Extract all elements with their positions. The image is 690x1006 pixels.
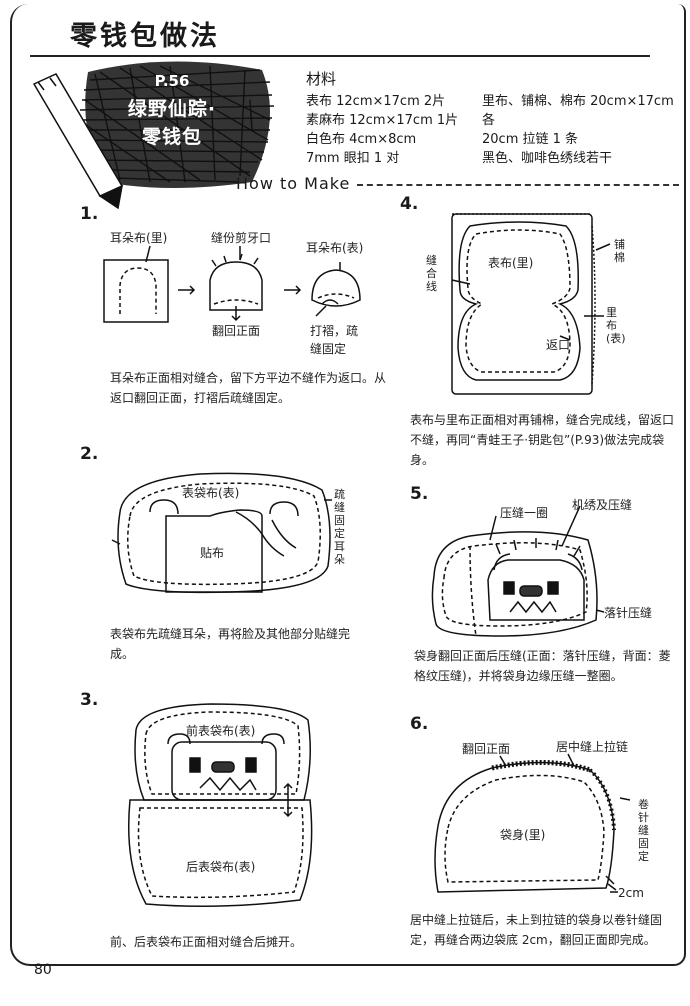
step-5-illustration xyxy=(431,505,605,637)
badge-page-ref: P.56 xyxy=(154,72,190,90)
material-item: 表布 12cm×17cm 2片 xyxy=(306,94,446,109)
step-6-description: 居中缝上拉链后，未上到拉链的袋身以卷针缝固定，再缝合两边袋底 2cm，翻回正面即… xyxy=(410,913,663,947)
pencil-icon xyxy=(32,73,124,210)
step-4-description: 表布与里布正面相对再铺棉，缝合完成线，留返口不缝，再同“青蛙王子·钥匙包”(P.… xyxy=(410,413,675,467)
material-item: 里布、铺棉、棉布 20cm×17cm 各 xyxy=(482,94,674,128)
material-item: 素麻布 12cm×17cm 1片 xyxy=(306,113,459,128)
step-6-label-zipper: 居中缝上拉链 xyxy=(556,740,629,754)
step-2-label-outer-bag: 表袋布(表) xyxy=(182,486,240,500)
badge-scribble xyxy=(32,61,275,210)
badge-project-type: 零钱包 xyxy=(141,126,202,148)
step-3-number: 3. xyxy=(80,690,99,710)
step-2-description: 表袋布先疏缝耳朵，再将脸及其他部分贴缝完成。 xyxy=(110,627,351,661)
step-6-label-2cm: 2cm xyxy=(618,886,644,900)
step-1-label-turn: 翻回正面 xyxy=(212,324,261,338)
materials-col1: 表布 12cm×17cm 2片 素麻布 12cm×17cm 1片 白色布 4cm… xyxy=(306,92,458,168)
step-1-number: 1. xyxy=(80,204,99,224)
step-4-label-return: 返口 xyxy=(546,338,571,352)
step-2-number: 2. xyxy=(80,444,99,464)
how-to-make-rule xyxy=(357,184,679,186)
how-to-make-heading: How to Make xyxy=(236,174,351,193)
step-6-label-turn: 翻回正面 xyxy=(462,742,511,756)
step-4-label-seam-line: 缝合线 xyxy=(426,254,437,293)
material-item: 20cm 拉链 1 条 xyxy=(482,132,579,147)
step-6-number: 6. xyxy=(410,714,429,734)
page-title: 零钱包做法 xyxy=(70,21,220,52)
step-1-description: 耳朵布正面相对缝合，留下方平边不缝作为返口。从返口翻回正面，打褶后疏缝固定。 xyxy=(110,371,387,405)
step-5-description: 袋身翻回正面后压缝(正面：落针压缝，背面：菱格纹压缝)，并将袋身边缘压缝一整圈。 xyxy=(414,649,671,683)
step-6-label-body: 袋身(里) xyxy=(500,828,546,842)
step-3-label-front: 前表袋布(表) xyxy=(186,724,256,738)
step-4-illustration xyxy=(451,213,611,395)
badge-project-name: 绿野仙踪· xyxy=(127,98,217,120)
step-1-label-ear-inner: 耳朵布(里) xyxy=(110,231,168,245)
step-1-label-pleat2: 缝固定 xyxy=(310,342,347,356)
material-item: 黑色、咖啡色绣线若干 xyxy=(482,151,613,166)
step-1-label-pleat: 打褶，疏 xyxy=(310,324,359,338)
step-4-number: 4. xyxy=(400,194,419,214)
step-2-label-patch: 贴布 xyxy=(200,546,225,560)
step-3-label-back: 后表袋布(表) xyxy=(186,860,256,874)
step-1-label-seam-cut: 缝份剪牙口 xyxy=(211,231,272,245)
step-3-illustration xyxy=(127,703,313,907)
step-6-label-roll: 卷针缝固定 xyxy=(638,798,649,863)
materials-col2: 里布、铺棉、棉布 20cm×17cm 各 20cm 拉链 1 条 黑色、咖啡色绣… xyxy=(482,92,690,168)
step-3-description: 前、后表袋布正面相对缝合后摊开。 xyxy=(110,935,303,949)
step-2-illustration xyxy=(111,472,332,594)
step-1-illustration xyxy=(103,245,361,323)
page-number: 80 xyxy=(34,962,52,978)
step-4-label-outer: 表布(里) xyxy=(488,256,534,270)
step-5-label-press-round: 压缝一圈 xyxy=(500,506,549,520)
step-2-label-side: 疏缝固定耳朵 xyxy=(334,488,345,566)
step-1-label-ear-outer: 耳朵布(表) xyxy=(306,241,364,255)
page-border xyxy=(10,4,686,966)
step-5-number: 5. xyxy=(410,484,429,504)
step-4-label-padding: 铺棉 xyxy=(614,238,625,264)
material-item: 7mm 眼扣 1 对 xyxy=(306,151,400,166)
materials-heading: 材料 xyxy=(306,70,337,88)
step-5-label-machine: 机绣及压缝 xyxy=(572,498,633,512)
material-item: 白色布 4cm×8cm xyxy=(306,132,417,147)
step-5-label-needle: 落针压缝 xyxy=(604,606,653,620)
step-6-illustration xyxy=(434,753,631,893)
title-underline xyxy=(30,55,650,57)
